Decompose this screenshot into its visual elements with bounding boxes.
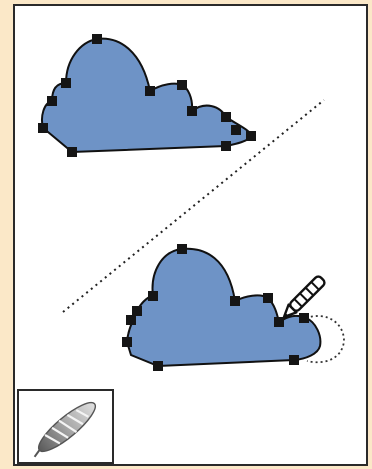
anchor-point[interactable] [177, 244, 187, 254]
anchor-point[interactable] [299, 313, 309, 323]
anchor-point[interactable] [231, 125, 241, 135]
tool-panel[interactable] [17, 389, 114, 464]
anchor-point[interactable] [187, 106, 197, 116]
anchor-point[interactable] [153, 361, 163, 371]
anchor-point[interactable] [132, 306, 142, 316]
anchor-point[interactable] [263, 293, 273, 303]
anchor-point[interactable] [145, 86, 155, 96]
anchor-point[interactable] [126, 315, 136, 325]
anchor-point[interactable] [148, 291, 158, 301]
anchor-point[interactable] [221, 112, 231, 122]
anchor-point[interactable] [289, 355, 299, 365]
anchor-point[interactable] [177, 80, 187, 90]
anchor-point[interactable] [274, 317, 284, 327]
tool-panel-art [19, 391, 116, 466]
anchor-point[interactable] [230, 296, 240, 306]
anchor-point[interactable] [47, 96, 57, 106]
anchor-point[interactable] [92, 34, 102, 44]
anchor-point[interactable] [67, 147, 77, 157]
smooth-tool-icon[interactable] [27, 396, 101, 463]
anchor-point[interactable] [221, 141, 231, 151]
anchor-point[interactable] [122, 337, 132, 347]
anchor-point[interactable] [38, 123, 48, 133]
anchor-point[interactable] [61, 78, 71, 88]
anchor-point[interactable] [246, 131, 256, 141]
